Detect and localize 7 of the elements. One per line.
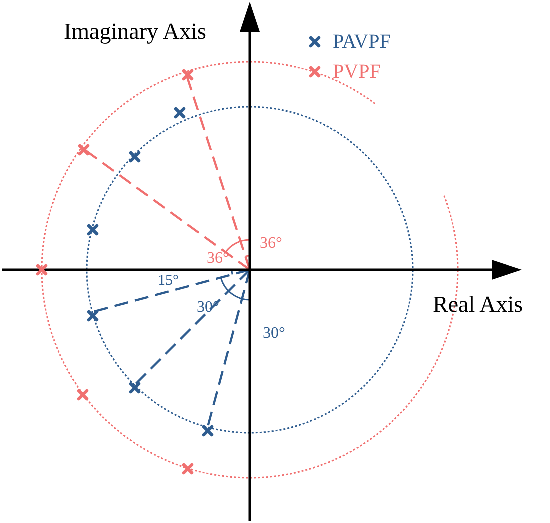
axis-label: Imaginary Axis	[64, 20, 206, 43]
angle-label: 30°	[263, 326, 286, 342]
legend-label: PVPF	[333, 62, 381, 82]
angle-label: 15°	[158, 274, 179, 289]
legend-label: PAVPF	[333, 32, 391, 52]
angle-label: 36°	[260, 236, 282, 252]
axis-label: Real Axis	[433, 293, 524, 316]
